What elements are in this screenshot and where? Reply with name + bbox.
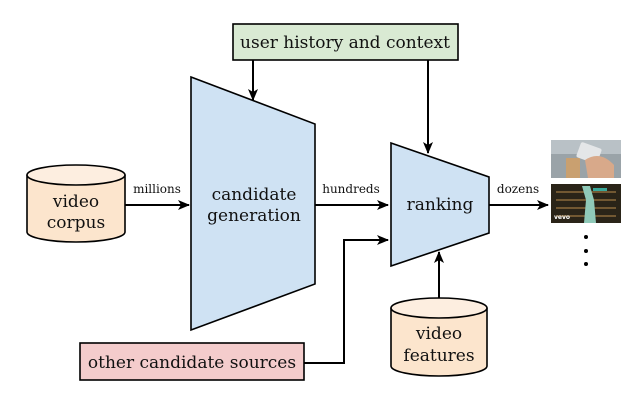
user-history-label: user history and context	[240, 33, 450, 53]
video-features-node: video features	[390, 297, 488, 377]
other-sources-label: other candidate sources	[88, 353, 296, 373]
ranking-label: ranking	[407, 195, 474, 215]
music-video-thumbnail: vevo	[551, 184, 621, 223]
phone-and-coffee-thumbnail	[551, 140, 621, 178]
video-corpus-node: video corpus	[26, 164, 126, 243]
video-corpus-label-line2: corpus	[47, 213, 105, 233]
user-history-node: user history and context	[232, 23, 459, 61]
vevo-logo: vevo	[554, 214, 570, 221]
candidate-generation-label-line1: candidate	[212, 185, 297, 205]
other-sources-node: other candidate sources	[79, 342, 305, 381]
video-features-label-line2: features	[403, 346, 474, 366]
ranking-node: ranking	[390, 141, 490, 268]
edge-other-to-ranking	[304, 235, 389, 364]
video-features-label-line1: video	[415, 324, 462, 344]
more-results-ellipsis-icon	[584, 235, 588, 266]
video-corpus-label-line1: video	[52, 192, 99, 212]
hundreds-label: hundreds	[322, 182, 380, 196]
dozens-label: dozens	[497, 182, 539, 196]
candidate-generation-label-line2: generation	[207, 206, 301, 226]
candidate-generation-node: candidate generation	[190, 75, 316, 332]
millions-label: millions	[133, 182, 181, 196]
